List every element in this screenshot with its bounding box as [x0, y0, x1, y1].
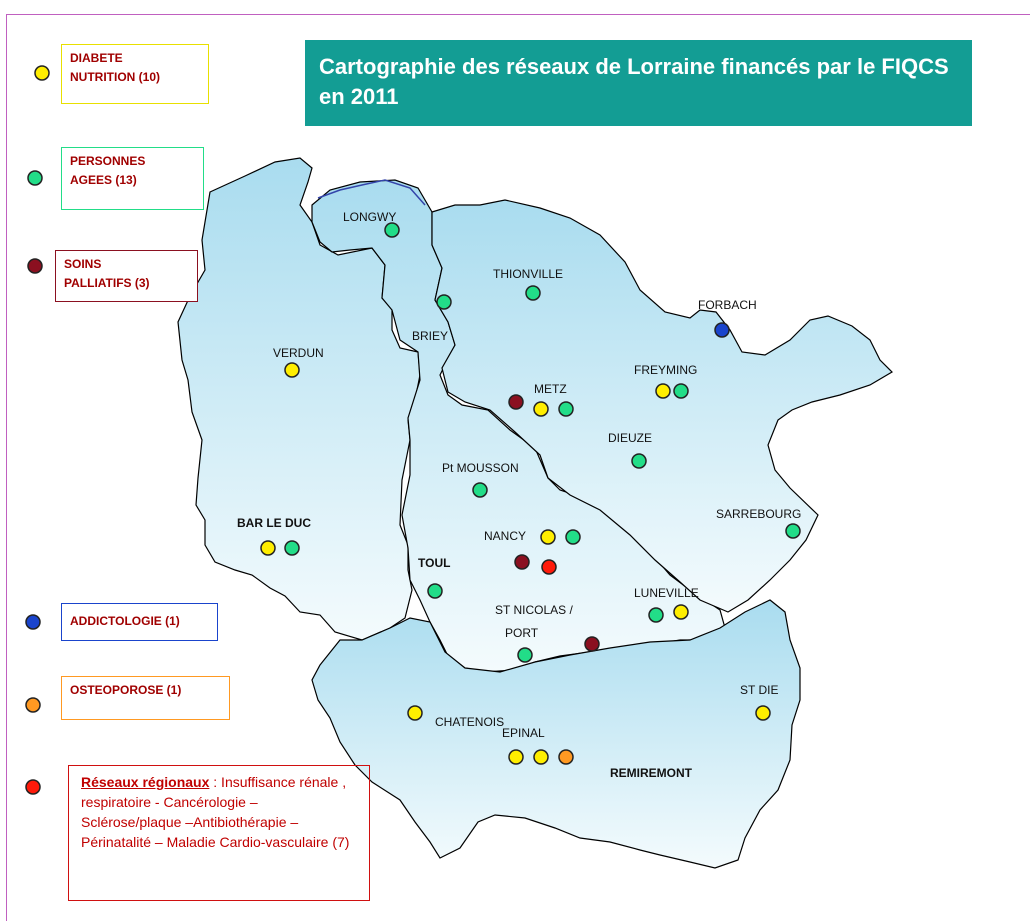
marker-chatenois-diabete [407, 705, 423, 721]
page-frame [6, 14, 1030, 921]
marker-thionville-pa [525, 285, 541, 301]
city-label-stnicolas-2: PORT [505, 626, 539, 640]
legend-box-osteoporose: OSTEOPOROSE (1) [61, 676, 230, 720]
marker-stdie-diabete [755, 705, 771, 721]
marker-freyming-diabete [655, 383, 671, 399]
city-label-freyming: FREYMING [634, 363, 697, 377]
marker-nancy-sp [514, 554, 530, 570]
marker-forbach-addicto [714, 322, 730, 338]
legend-box-addictologie: ADDICTOLOGIE (1) [61, 603, 218, 641]
marker-epinal-diabete-1 [508, 749, 524, 765]
marker-metz-sp [508, 394, 524, 410]
marker-sarrebourg-pa [785, 523, 801, 539]
marker-freyming-pa [673, 383, 689, 399]
city-label-remiremont: REMIREMONT [610, 766, 693, 780]
city-label-forbach: FORBACH [698, 298, 757, 312]
city-label-luneville: LUNEVILLE [634, 586, 699, 600]
legend-pa-line1: PERSONNES [70, 154, 146, 168]
legend-box-diabete: DIABETE NUTRITION (10) [61, 44, 209, 104]
legend-sp-line1: SOINS [64, 257, 102, 271]
legend-diabete-line1: DIABETE [70, 51, 123, 65]
marker-nancy-diabete [540, 529, 556, 545]
border-line [317, 179, 426, 206]
marker-barleduc-pa [284, 540, 300, 556]
marker-stnicolas-pa [517, 647, 533, 663]
city-label-nancy: NANCY [484, 529, 526, 543]
legend-dot-soins-palliatifs [27, 258, 43, 274]
region-vosges [311, 599, 801, 869]
marker-metz-pa [558, 401, 574, 417]
marker-epinal-osteo [558, 749, 574, 765]
marker-nancy-regional [541, 559, 557, 575]
city-label-epinal: EPINAL [502, 726, 545, 740]
regional-networks-box: Réseaux régionaux : Insuffisance rénale … [68, 765, 370, 901]
marker-luneville-pa [648, 607, 664, 623]
marker-verdun-diabete [284, 362, 300, 378]
legend-pa-line2: AGEES (13) [70, 173, 137, 187]
legend-diabete-line2: NUTRITION (10) [70, 70, 160, 84]
region-moselle [431, 199, 893, 613]
city-label-chatenois: CHATENOIS [435, 715, 504, 729]
marker-metz-diabete [533, 401, 549, 417]
marker-toul-pa [427, 583, 443, 599]
map-title: Cartographie des réseaux de Lorraine fin… [305, 40, 972, 126]
regional-networks-title: Réseaux régionaux [81, 774, 210, 790]
city-label-toul: TOUL [418, 556, 450, 570]
city-label-ptmousson: Pt MOUSSON [442, 461, 519, 475]
marker-dieuze-pa [631, 453, 647, 469]
marker-barleduc-diabete [260, 540, 276, 556]
city-label-stdie: ST DIE [740, 683, 778, 697]
marker-epinal-diabete-2 [533, 749, 549, 765]
marker-briey-pa [436, 294, 452, 310]
legend-addicto-line1: ADDICTOLOGIE (1) [70, 614, 180, 628]
legend-dot-diabete [34, 65, 50, 81]
city-label-longwy: LONGWY [343, 210, 396, 224]
legend-dot-osteoporose [25, 697, 41, 713]
regional-networks-text: : Insuffisance rénale , respiratoire - C… [81, 774, 350, 850]
city-label-stnicolas-1: ST NICOLAS / [495, 603, 573, 617]
marker-ptmousson-pa [472, 482, 488, 498]
marker-stnicolas-sp [584, 636, 600, 652]
marker-nancy-pa [565, 529, 581, 545]
legend-sp-line2: PALLIATIFS (3) [64, 276, 150, 290]
marker-luneville-diabete [673, 604, 689, 620]
legend-dot-personnes-agees [27, 170, 43, 186]
legend-osteo-line1: OSTEOPOROSE (1) [70, 683, 182, 697]
legend-box-personnes-agees: PERSONNES AGEES (13) [61, 147, 204, 210]
marker-longwy-pa [384, 222, 400, 238]
city-label-thionville: THIONVILLE [493, 267, 563, 281]
city-label-metz: METZ [534, 382, 567, 396]
legend-dot-addictologie [25, 614, 41, 630]
city-label-barleduc: BAR LE DUC [237, 516, 311, 530]
city-label-sarrebourg: SARREBOURG [716, 507, 801, 521]
city-label-briey: BRIEY [412, 329, 448, 343]
legend-dot-regionaux [25, 779, 41, 795]
legend-box-soins-palliatifs: SOINS PALLIATIFS (3) [55, 250, 198, 302]
city-label-verdun: VERDUN [273, 346, 324, 360]
city-label-dieuze: DIEUZE [608, 431, 652, 445]
